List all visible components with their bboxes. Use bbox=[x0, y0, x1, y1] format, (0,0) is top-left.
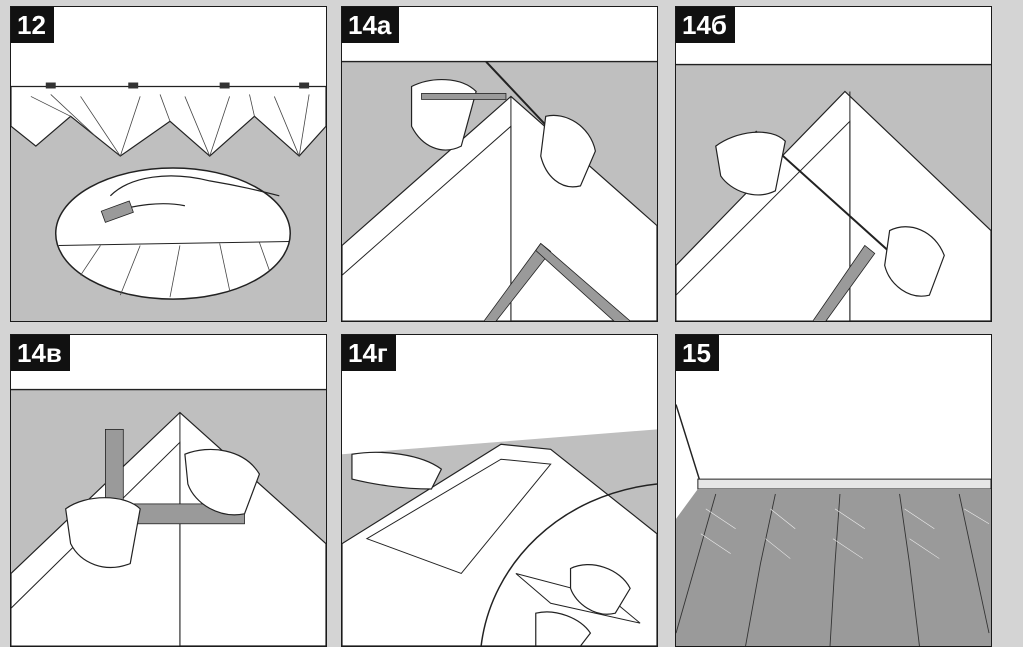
step-label: 14г bbox=[342, 335, 396, 371]
step-label: 14а bbox=[342, 7, 399, 43]
panel-14b: 14б bbox=[675, 6, 992, 322]
panel-12: 12 bbox=[10, 6, 327, 322]
step-label: 12 bbox=[11, 7, 54, 43]
panel-14g-illustration bbox=[342, 335, 657, 646]
panel-14a: 14а bbox=[341, 6, 658, 322]
panel-14b-illustration bbox=[676, 7, 991, 321]
panel-14g: 14г bbox=[341, 334, 658, 647]
panel-14a-illustration bbox=[342, 7, 657, 321]
step-label: 14б bbox=[676, 7, 735, 43]
panel-12-illustration bbox=[11, 7, 326, 321]
panel-15: 15 bbox=[675, 334, 992, 647]
step-label: 15 bbox=[676, 335, 719, 371]
step-label: 14в bbox=[11, 335, 70, 371]
panel-14v-illustration bbox=[11, 335, 326, 646]
panel-14v: 14в bbox=[10, 334, 327, 647]
panel-15-illustration bbox=[676, 335, 991, 646]
